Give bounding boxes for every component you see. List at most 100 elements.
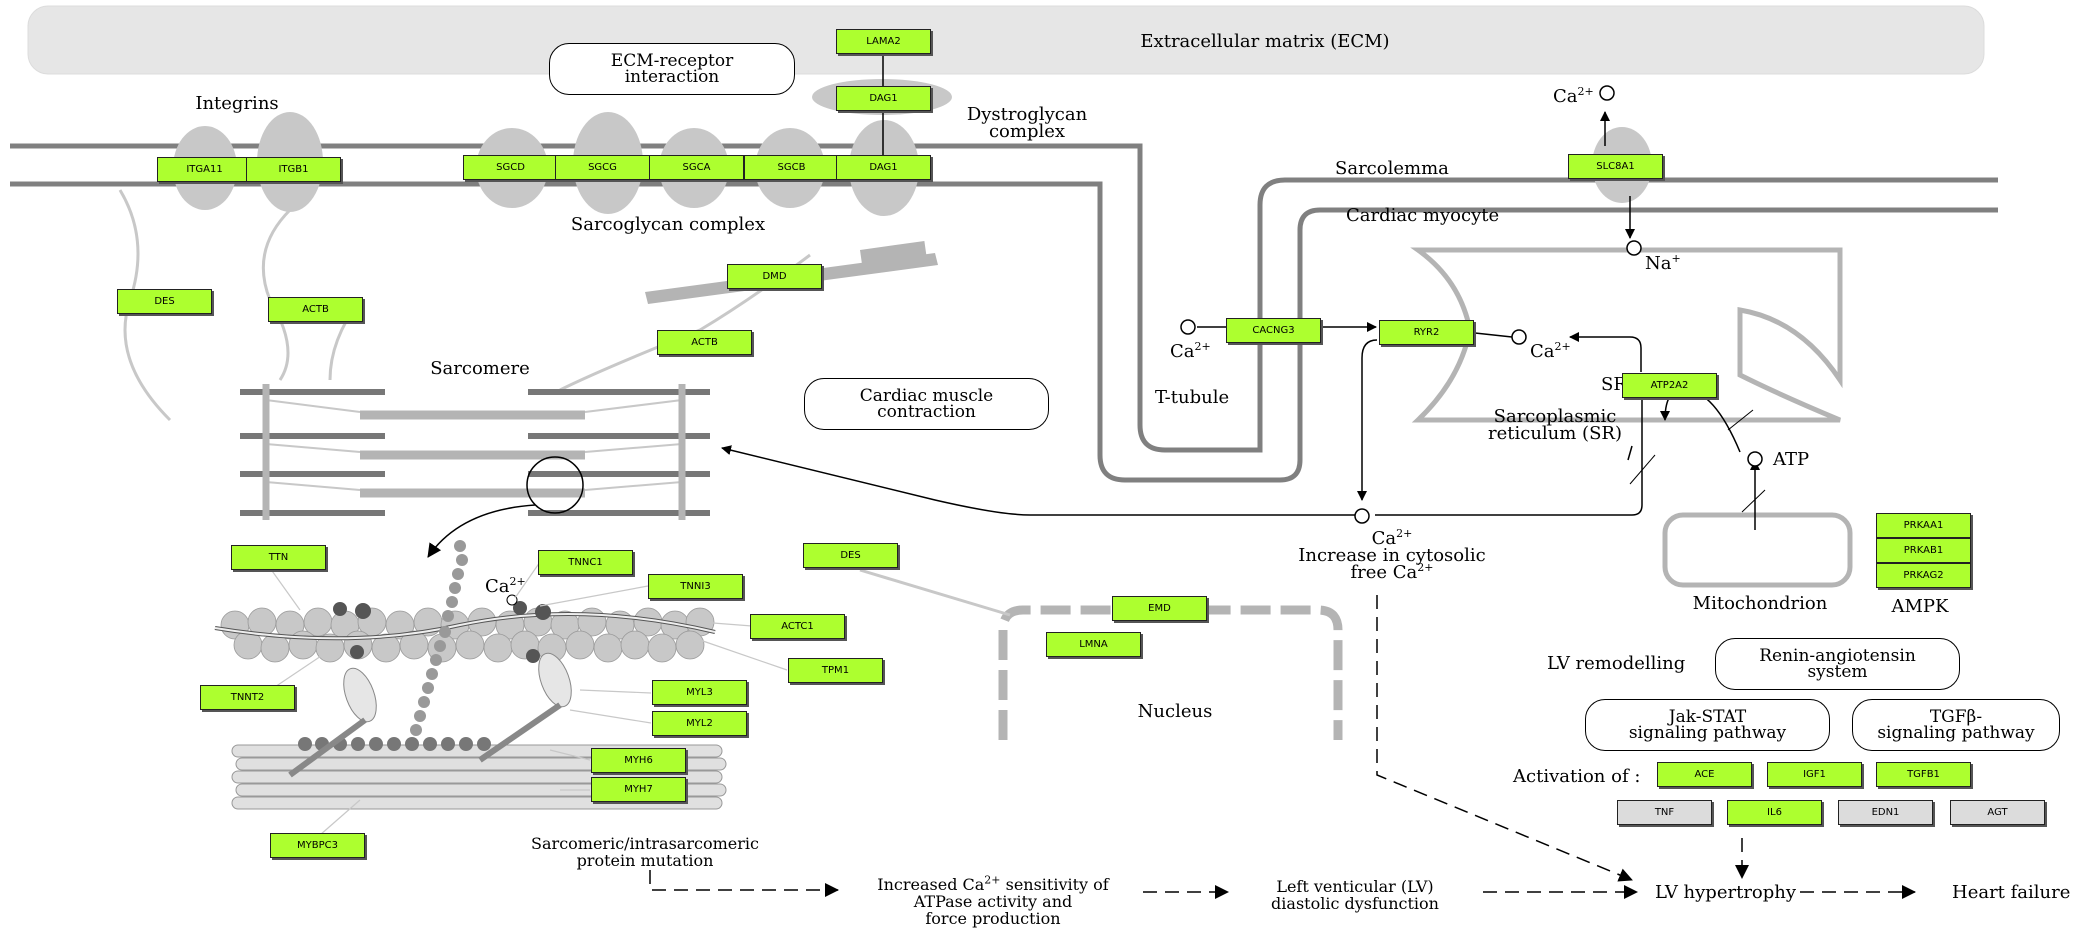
ca-text: Ca xyxy=(1553,86,1578,107)
gene-igf1[interactable]: IGF1 xyxy=(1767,762,1862,787)
gene-ace[interactable]: ACE xyxy=(1657,762,1752,787)
mitochondrion-label: Mitochondrion xyxy=(1692,593,1828,614)
gene-sgcg[interactable]: SGCG xyxy=(555,155,650,180)
gene-lmna[interactable]: LMNA xyxy=(1046,632,1141,657)
gene-prkab1[interactable]: PRKAB1 xyxy=(1876,538,1971,563)
na-label: Na+ xyxy=(1645,252,1681,274)
heart-failure-label: Heart failure xyxy=(1952,882,2071,903)
ca-label-filament: Ca2+ xyxy=(485,575,526,597)
t-tubule-label: T-tubule xyxy=(1155,387,1230,408)
ecm-receptor-line1: ECM-receptor xyxy=(610,51,734,71)
sr-shape xyxy=(1410,247,1843,423)
sr-label: Sarcoplasmic reticulum (SR) xyxy=(1488,408,1622,443)
tgfb-link[interactable]: TGFβ- signaling pathway xyxy=(1852,699,2060,751)
gene-myh6[interactable]: MYH6 xyxy=(591,748,686,773)
ca-superscript: 2+ xyxy=(1577,85,1594,98)
lv-hypertrophy-label: LV hypertrophy xyxy=(1655,882,1797,903)
sarcoglycan-label: Sarcoglycan complex xyxy=(570,214,766,235)
gene-des-left[interactable]: DES xyxy=(117,289,212,314)
gene-slc8a1[interactable]: SLC8A1 xyxy=(1568,154,1663,179)
ampk-label: AMPK xyxy=(1891,596,1949,617)
ecm-receptor-pathway-link[interactable]: ECM-receptor interaction xyxy=(549,43,795,95)
gene-actb-left[interactable]: ACTB xyxy=(268,297,363,322)
gene-lama2[interactable]: LAMA2 xyxy=(836,29,931,54)
mitochondrion-shape xyxy=(1662,512,1853,588)
cardiac-muscle-line2: contraction xyxy=(877,402,976,422)
gene-myl3[interactable]: MYL3 xyxy=(652,680,747,705)
gene-tnf[interactable]: TNF xyxy=(1617,800,1712,825)
gene-tnnt2[interactable]: TNNT2 xyxy=(200,685,295,710)
mutation-line1: Sarcomeric/intrasarcomeric xyxy=(531,834,759,853)
ca-sensitivity-line1: Increased Ca2+ sensitivity of xyxy=(877,873,1109,894)
renin-angiotensin-link[interactable]: Renin-angiotensin system xyxy=(1715,638,1960,690)
gene-cacng3[interactable]: CACNG3 xyxy=(1226,318,1321,343)
ca-label-cacng3: Ca2+ xyxy=(1170,340,1211,361)
gene-tnnc1[interactable]: TNNC1 xyxy=(538,550,633,575)
ecm-label: Extracellular matrix (ECM) xyxy=(1140,31,1390,52)
gene-sgca[interactable]: SGCA xyxy=(649,155,744,180)
gene-des-mid[interactable]: DES xyxy=(803,543,898,568)
sarcomere-shape xyxy=(240,384,710,558)
gene-sgcd[interactable]: SGCD xyxy=(463,155,558,180)
gene-tpm1[interactable]: TPM1 xyxy=(788,658,883,683)
mutation-label: Sarcomeric/intrasarcomeric protein mutat… xyxy=(531,835,759,869)
gene-actc1[interactable]: ACTC1 xyxy=(750,614,845,639)
gene-actb-mid[interactable]: ACTB xyxy=(657,330,752,355)
gene-dmd[interactable]: DMD xyxy=(727,264,822,289)
gene-itga11[interactable]: ITGA11 xyxy=(157,157,252,182)
ca-superscript: 2+ xyxy=(984,873,1001,887)
sarcomere-label: Sarcomere xyxy=(430,358,530,379)
cardiac-myocyte-label: Cardiac myocyte xyxy=(1346,205,1500,226)
sarcolemma-label: Sarcolemma xyxy=(1335,158,1449,179)
ca-sensitivity-text-a: Increased Ca xyxy=(877,875,985,894)
cardiac-muscle-line1: Cardiac muscle xyxy=(859,386,994,406)
gene-tnni3[interactable]: TNNI3 xyxy=(648,574,743,599)
renin-angiotensin-line2: system xyxy=(1807,662,1868,682)
gene-sgcb[interactable]: SGCB xyxy=(744,155,839,180)
gene-agt[interactable]: AGT xyxy=(1950,800,2045,825)
jak-stat-line2: signaling pathway xyxy=(1628,723,1787,743)
gene-emd[interactable]: EMD xyxy=(1112,596,1207,621)
ca-superscript: 2+ xyxy=(1194,340,1211,353)
ca-superscript: 2+ xyxy=(509,575,526,588)
jak-stat-link[interactable]: Jak-STAT signaling pathway xyxy=(1585,699,1830,751)
thin-filament xyxy=(214,540,716,736)
ca-text: Ca xyxy=(1530,341,1555,362)
gene-edn1[interactable]: EDN1 xyxy=(1838,800,1933,825)
na-text: Na xyxy=(1645,253,1672,274)
dystroglycan-label-line1: Dystroglycan xyxy=(966,104,1088,125)
gene-il6[interactable]: IL6 xyxy=(1727,800,1822,825)
ca-text: Ca xyxy=(485,576,510,597)
tgfb-line2: signaling pathway xyxy=(1877,723,2035,743)
gene-mybpc3[interactable]: MYBPC3 xyxy=(270,833,365,858)
sr-abbrev-label: SR xyxy=(1601,374,1627,395)
cardiac-muscle-contraction-link[interactable]: Cardiac muscle contraction xyxy=(804,378,1049,430)
na-superscript: + xyxy=(1671,252,1681,265)
gene-ttn[interactable]: TTN xyxy=(231,545,326,570)
lv-dysfunction-label: Left venticular (LV) diastolic dysfuncti… xyxy=(1271,878,1439,912)
ecm-region xyxy=(27,5,1985,75)
gene-tgfb1[interactable]: TGFB1 xyxy=(1876,762,1971,787)
gene-ryr2[interactable]: RYR2 xyxy=(1379,320,1474,345)
lv-dysfunction-line2: diastolic dysfunction xyxy=(1271,894,1439,913)
mutation-line2: protein mutation xyxy=(576,851,714,870)
gene-dag1-ecm[interactable]: DAG1 xyxy=(836,86,931,111)
ca-label-slc8a1: Ca2+ xyxy=(1553,85,1594,107)
dystroglycan-label: Dystroglycan complex xyxy=(966,104,1088,141)
sarcolemma-membrane xyxy=(10,143,1998,483)
gene-myl2[interactable]: MYL2 xyxy=(652,711,747,736)
ca-sensitivity-text-b: sensitivity of xyxy=(1000,875,1109,894)
gene-prkaa1[interactable]: PRKAA1 xyxy=(1876,513,1971,538)
gene-dag1-membrane[interactable]: DAG1 xyxy=(836,155,931,180)
tgfb-line1: TGFβ- xyxy=(1929,707,1983,727)
gene-itgb1[interactable]: ITGB1 xyxy=(246,157,341,182)
gene-myh7[interactable]: MYH7 xyxy=(591,777,686,802)
gene-prkag2[interactable]: PRKAG2 xyxy=(1876,563,1971,588)
gene-atp2a2[interactable]: ATP2A2 xyxy=(1622,373,1717,398)
jak-stat-line1: Jak-STAT xyxy=(1668,707,1747,727)
ca-text: Ca xyxy=(1371,528,1397,549)
ca-superscript: 2+ xyxy=(1396,527,1413,540)
cytosolic-ca-line1: Increase in cytosolic xyxy=(1298,545,1486,566)
ca-superscript: 2+ xyxy=(1417,561,1434,574)
